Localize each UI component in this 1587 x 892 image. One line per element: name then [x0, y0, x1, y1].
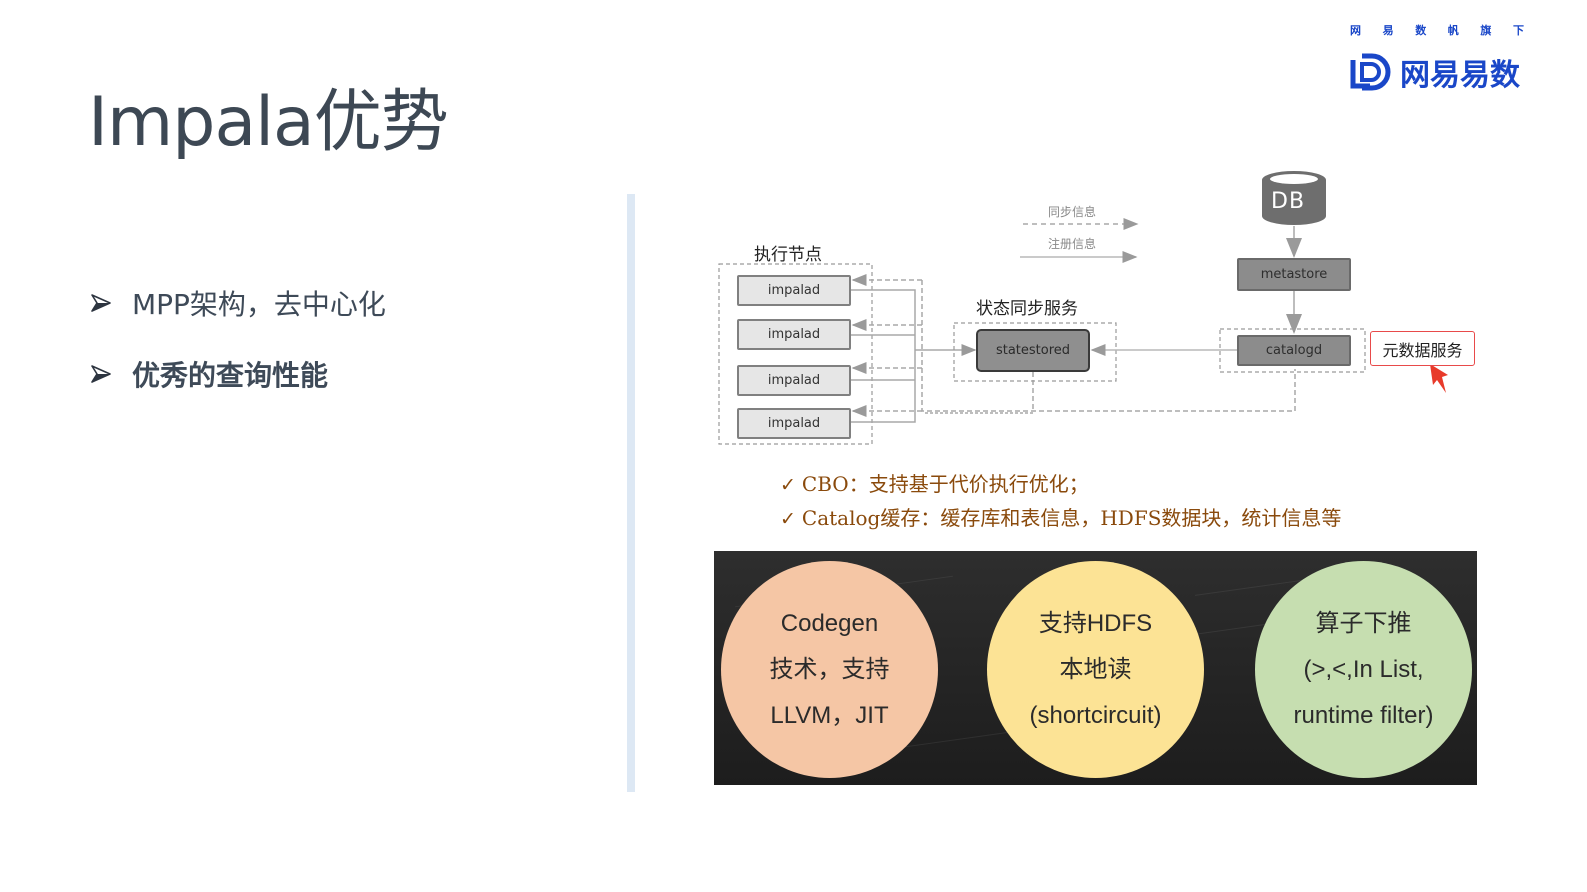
legend-register-info-label: 注册信息	[1048, 237, 1097, 251]
metastore-node: metastore	[1237, 258, 1351, 291]
check-item: ✓ Catalog缓存：缓存库和表信息，HDFS数据块，统计信息等	[780, 502, 1341, 536]
checkmark-icon: ✓	[780, 508, 796, 530]
arrowhead-bullet-icon	[91, 365, 111, 383]
feature-circle-codegen: Codegen 技术，支持 LLVM，JIT	[721, 561, 938, 778]
check-text: Catalog缓存：缓存库和表信息，HDFS数据块，统计信息等	[801, 506, 1342, 530]
catalogd-node: catalogd	[1237, 335, 1351, 366]
feature-panel: Codegen 技术，支持 LLVM，JIT 支持HDFS 本地读 (short…	[714, 551, 1477, 785]
feature-line: 算子下推	[1315, 609, 1412, 637]
slide-title: Impala优势	[88, 83, 449, 162]
tagline-char: 帆	[1447, 24, 1459, 37]
bullet-text: MPP架构，去中心化	[132, 288, 386, 321]
tagline-char: 数	[1415, 24, 1427, 37]
feature-circle-hdfs-local-read: 支持HDFS 本地读 (shortcircuit)	[987, 561, 1204, 778]
feature-line: runtime filter)	[1293, 701, 1434, 729]
check-item: ✓ CBO：支持基于代价执行优化；	[780, 468, 1341, 502]
feature-line: 本地读	[1059, 655, 1132, 683]
state-sync-service-label: 状态同步服务	[976, 299, 1078, 319]
impalad-node: impalad	[737, 365, 851, 396]
feature-line: LLVM，JIT	[770, 701, 889, 729]
exec-nodes-label: 执行节点	[754, 245, 822, 265]
vertical-divider	[627, 194, 635, 792]
feature-line: Codegen	[780, 609, 879, 637]
diagram-connectors	[718, 171, 1448, 445]
tagline-char: 网	[1350, 24, 1361, 37]
impalad-node: impalad	[737, 319, 851, 350]
impalad-node: impalad	[737, 275, 851, 306]
legend-sync-info-label: 同步信息	[1048, 205, 1097, 219]
brand-row: 网易易数	[1350, 50, 1530, 94]
feature-line: (>,<,In List,	[1303, 655, 1424, 683]
check-text: CBO：支持基于代价执行优化；	[801, 472, 1089, 496]
architecture-diagram: 同步信息 注册信息 执行节点 impalad impalad impalad i…	[700, 160, 1500, 460]
arrowhead-bullet-icon	[91, 294, 111, 312]
netease-easydata-logo-icon	[1350, 53, 1391, 91]
bullet-text: 优秀的查询性能	[132, 359, 329, 392]
metadata-service-callout: 元数据服务	[1370, 331, 1475, 366]
tagline-char: 下	[1512, 24, 1524, 37]
feature-line: 支持HDFS	[1038, 609, 1153, 637]
brand-tagline: 网 易 数 帆 旗 下	[1350, 22, 1524, 38]
bullet-item: 优秀的查询性能	[90, 351, 386, 397]
tagline-char: 易	[1382, 24, 1394, 37]
impalad-node: impalad	[737, 408, 851, 439]
bullet-item: MPP架构，去中心化	[90, 280, 386, 326]
brand-header: 网 易 数 帆 旗 下 网易易数	[1350, 22, 1530, 94]
feature-line: (shortcircuit)	[1029, 701, 1162, 729]
statestored-node: statestored	[976, 329, 1090, 372]
feature-circle-predicate-pushdown: 算子下推 (>,<,In List, runtime filter)	[1255, 561, 1472, 778]
db-label: DB	[1271, 189, 1306, 214]
feature-checklist: ✓ CBO：支持基于代价执行优化； ✓ Catalog缓存：缓存库和表信息，HD…	[780, 468, 1341, 536]
feature-line: 技术，支持	[769, 655, 890, 683]
database-icon	[1262, 171, 1326, 225]
checkmark-icon: ✓	[780, 474, 796, 496]
tagline-char: 旗	[1480, 24, 1492, 37]
bullet-list: MPP架构，去中心化 优秀的查询性能	[90, 280, 386, 422]
brand-name: 网易易数	[1400, 58, 1520, 93]
